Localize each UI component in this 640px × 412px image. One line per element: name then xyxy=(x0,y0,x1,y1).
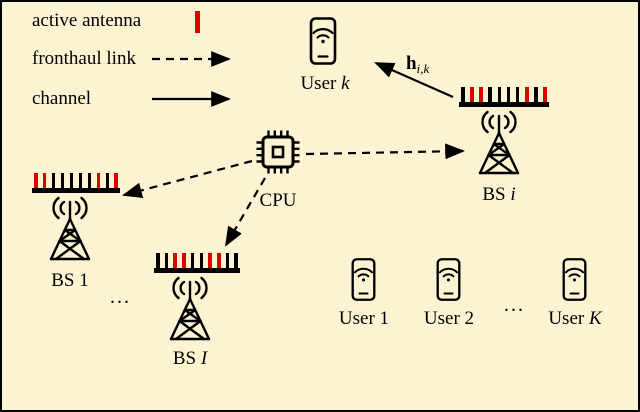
bs-I-antenna-array xyxy=(154,253,240,273)
bs-1-antenna-bar xyxy=(32,188,120,193)
active-antenna-swatch xyxy=(195,11,200,33)
bs-i-antenna-ticks xyxy=(459,87,549,102)
bs-1-antenna-array xyxy=(32,173,120,193)
bs-ellipsis: ... xyxy=(110,286,131,308)
bs-i-antenna-bar xyxy=(459,102,549,107)
bs-1-antenna-ticks xyxy=(32,173,120,188)
user-k-phone-icon xyxy=(309,17,337,65)
user-K-phone-icon xyxy=(562,258,587,301)
channel-arrow-bsi-userk xyxy=(374,61,454,99)
bs-I-antenna-ticks xyxy=(154,253,240,268)
user-1-label: User 1 xyxy=(338,308,390,329)
legend-fronthaul-label: fronthaul link xyxy=(32,48,136,69)
bs-i-tower-icon xyxy=(478,110,520,175)
user-k-label: User k xyxy=(300,73,350,94)
user-ellipsis: ... xyxy=(504,294,525,316)
bs-I-label: BS I xyxy=(172,348,208,369)
cpu-chip-icon xyxy=(255,129,301,175)
user-2-phone-icon xyxy=(436,258,461,301)
user-2-label: User 2 xyxy=(423,308,475,329)
bs-i-label: BS i xyxy=(482,184,516,205)
channel-gain-label: hi,k xyxy=(406,53,430,76)
user-1-phone-icon xyxy=(351,258,376,301)
fronthaul-arrow-cpu-bsi xyxy=(305,143,465,160)
bs-I-antenna-bar xyxy=(154,268,240,273)
user-K-label: User K xyxy=(548,308,602,329)
legend-channel-label: channel xyxy=(32,88,92,109)
cpu-label: CPU xyxy=(259,190,297,211)
bs-1-tower-icon xyxy=(49,196,91,261)
fronthaul-arrow-cpu-bs1 xyxy=(122,159,253,199)
bs-i-antenna-array xyxy=(459,87,549,107)
legend-active-antenna-label: active antenna xyxy=(32,10,142,31)
bs-1-label: BS 1 xyxy=(51,270,89,291)
bs-I-tower-icon xyxy=(169,276,211,341)
